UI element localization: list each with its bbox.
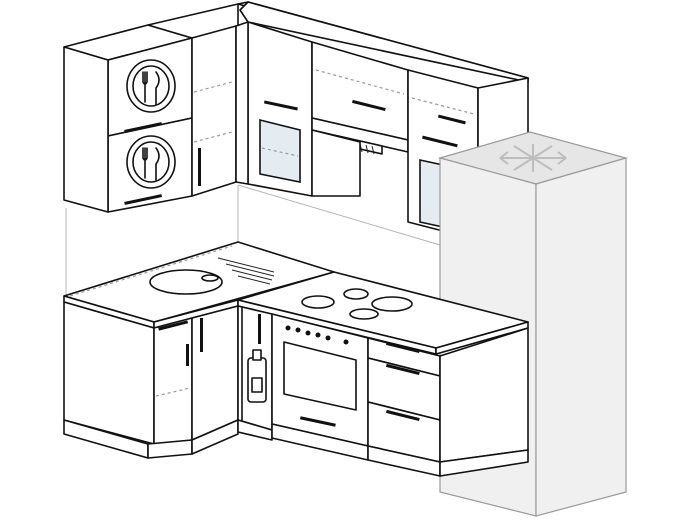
- lower-left-cabinet: [63, 301, 239, 459]
- fork-knife-plate-icon: [126, 135, 176, 189]
- oven: [271, 313, 369, 447]
- cooktop: [301, 288, 413, 320]
- countertop: [63, 241, 529, 355]
- lower-right-cabinet: [237, 305, 529, 477]
- upper-left-cabinet: [63, 3, 239, 213]
- fork-knife-plate-icon: [126, 59, 176, 113]
- snowflake-icon: [499, 144, 567, 172]
- drawer-unit: [367, 327, 529, 463]
- bottle-icon: [247, 349, 267, 403]
- range-hood: [311, 117, 409, 197]
- sink: [149, 257, 275, 295]
- wall-lines: [65, 184, 441, 298]
